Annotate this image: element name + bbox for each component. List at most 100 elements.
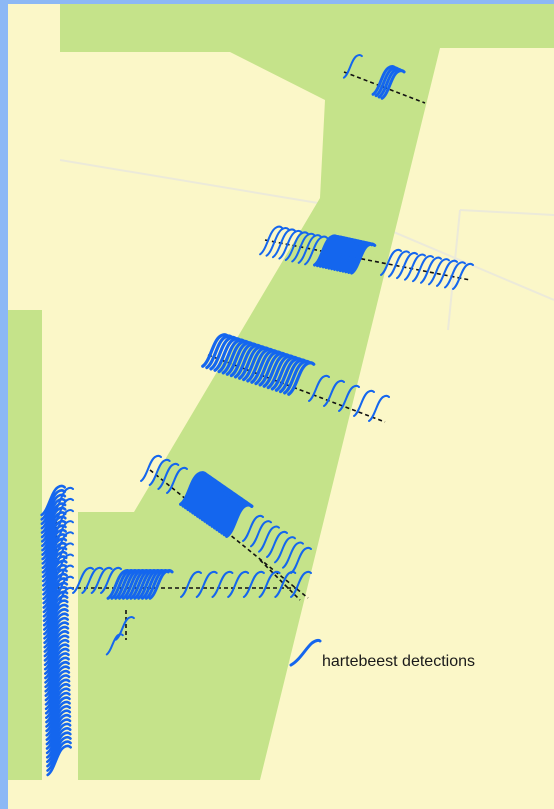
detection-mark xyxy=(350,242,377,275)
detection-mark xyxy=(52,586,74,614)
detection-mark xyxy=(180,570,202,598)
detection-mark xyxy=(242,514,264,542)
detection-mark xyxy=(323,379,345,407)
detection-mark xyxy=(266,530,288,558)
detection-mark xyxy=(297,234,322,264)
detection-mark xyxy=(41,550,68,583)
detection-mark xyxy=(45,687,71,719)
detection-mark xyxy=(41,519,67,552)
detection-mark xyxy=(44,647,70,680)
detection-mark xyxy=(42,581,69,614)
detection-mark xyxy=(258,570,281,598)
detection-mark xyxy=(52,520,74,548)
detection-mark xyxy=(44,661,71,693)
detection-mark xyxy=(282,541,304,569)
detection-mark xyxy=(52,531,74,559)
detection-mark xyxy=(41,528,67,561)
detection-mark xyxy=(148,569,174,600)
detection-mark xyxy=(43,603,69,636)
detection-mark xyxy=(380,248,402,276)
detection-mark xyxy=(342,54,363,79)
detection-mark xyxy=(52,509,74,537)
detection-mark xyxy=(90,566,113,594)
habitat-area-left xyxy=(8,310,42,780)
detection-mark xyxy=(43,634,70,667)
detection-mark xyxy=(166,466,188,494)
detection-mark xyxy=(45,709,72,741)
detection-mark xyxy=(43,608,69,640)
detection-mark xyxy=(444,261,466,289)
detection-mark xyxy=(242,570,265,598)
detection-mark xyxy=(284,231,309,262)
detection-mark xyxy=(274,536,296,564)
detection-mark xyxy=(45,696,71,728)
detection-mark xyxy=(148,458,171,486)
detection-mark xyxy=(45,713,72,746)
detection-mark xyxy=(52,542,74,570)
detection-mark xyxy=(43,630,70,662)
detection-mark xyxy=(44,656,70,689)
detection-mark xyxy=(105,633,124,656)
detection-mark xyxy=(265,227,290,257)
detection-mark xyxy=(45,700,71,733)
detection-mark xyxy=(271,228,296,259)
detection-mark xyxy=(290,570,312,598)
detection-mark xyxy=(404,253,426,281)
detection-mark xyxy=(44,652,70,684)
detections-layer xyxy=(40,54,474,777)
detection-mark xyxy=(250,520,272,548)
transect-line xyxy=(259,559,301,601)
detection-mark xyxy=(40,506,67,539)
detection-mark xyxy=(52,553,74,581)
detection-mark xyxy=(52,575,74,603)
detection-mark xyxy=(43,638,70,671)
detection-mark xyxy=(436,259,458,287)
detection-mark xyxy=(43,625,70,658)
detection-mark xyxy=(46,731,72,764)
detection-mark xyxy=(81,566,104,594)
detection-mark xyxy=(274,570,297,598)
detection-mark xyxy=(278,229,303,260)
detection-mark xyxy=(44,674,71,706)
detection-mark xyxy=(140,454,162,482)
detection-mark xyxy=(45,722,72,755)
detection-mark xyxy=(338,384,360,412)
detection-mark xyxy=(44,683,71,715)
detection-mark xyxy=(258,525,280,553)
detection-mark xyxy=(290,546,312,574)
detection-mark xyxy=(52,564,74,592)
detection-mark xyxy=(225,503,254,538)
detection-mark xyxy=(157,462,180,490)
detection-mark xyxy=(412,255,434,283)
detection-mark xyxy=(40,497,67,530)
detection-mark xyxy=(41,542,68,574)
detection-mark xyxy=(52,497,74,526)
detection-mark xyxy=(452,262,474,290)
legend: hartebeest detections xyxy=(289,638,475,670)
detection-mark xyxy=(42,572,68,605)
detection-mark xyxy=(100,566,122,594)
detection-mark xyxy=(72,566,94,594)
detection-mark xyxy=(42,590,69,623)
detection-mark xyxy=(44,665,71,697)
detection-mark xyxy=(428,258,450,286)
detection-mark xyxy=(308,374,330,402)
detection-mark xyxy=(41,537,68,570)
detection-mark xyxy=(45,691,71,724)
detection-mark xyxy=(43,621,70,653)
detection-mark xyxy=(227,570,250,598)
detection-mark xyxy=(291,232,316,263)
detection-mark xyxy=(420,256,442,284)
detection-mark xyxy=(396,251,418,280)
detection-mark xyxy=(44,643,70,675)
detection-mark xyxy=(353,389,375,417)
detection-mark xyxy=(40,489,67,521)
detection-mark xyxy=(43,616,70,649)
detection-mark xyxy=(195,570,218,598)
detection-mark xyxy=(46,735,72,768)
detection-mark xyxy=(41,515,67,548)
detection-mark xyxy=(40,484,66,517)
detection-mark-icon xyxy=(289,638,322,667)
